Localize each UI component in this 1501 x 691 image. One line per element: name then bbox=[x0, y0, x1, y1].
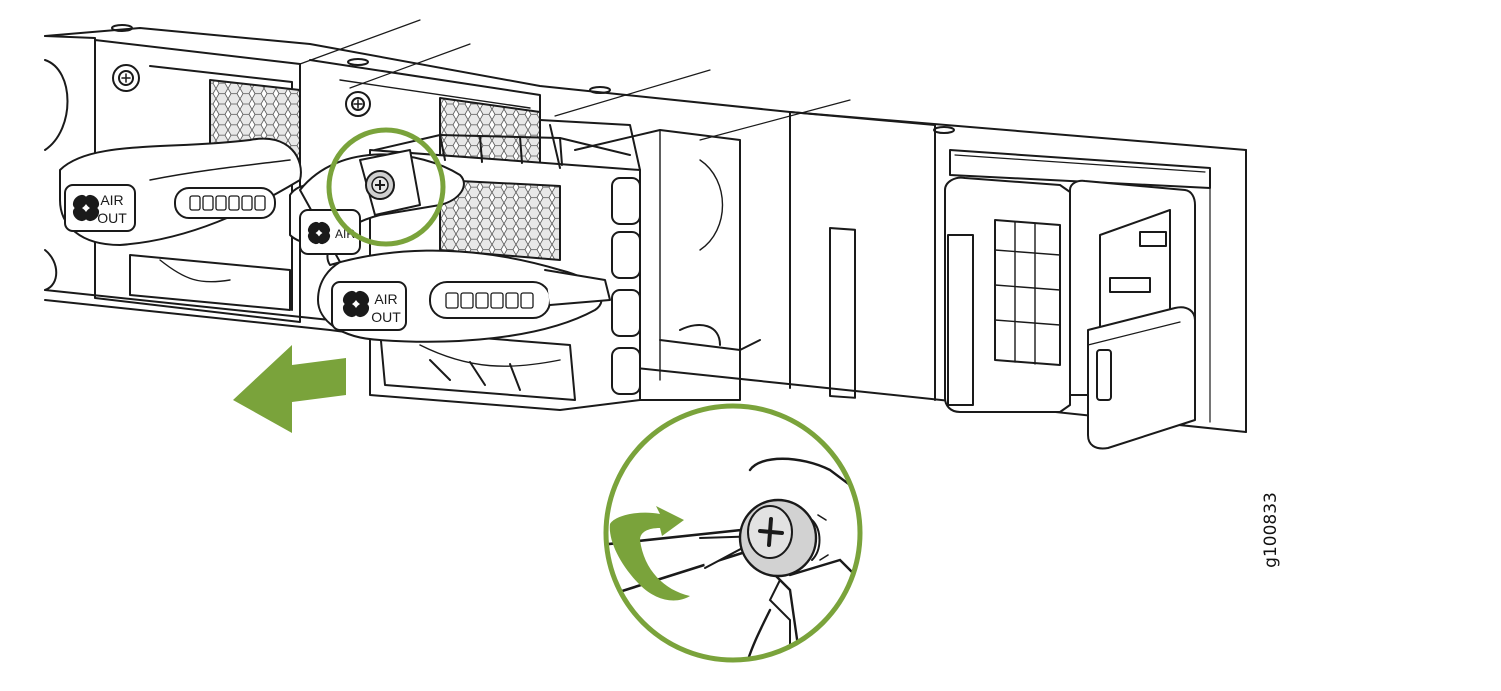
fan-label-line2: OUT bbox=[371, 309, 401, 325]
captive-screw-icon bbox=[365, 170, 395, 200]
captive-screw-highlight bbox=[326, 127, 446, 247]
fan-label-line2: OUT bbox=[97, 210, 127, 226]
pulled-module-label: AIR OUT bbox=[342, 290, 401, 325]
screwdriver-detail-callout bbox=[603, 403, 863, 663]
fan-label-line1: AIR bbox=[374, 291, 397, 307]
fan-label-line1: AIR bbox=[100, 192, 123, 208]
arrow-left-icon bbox=[233, 345, 346, 433]
pulled-fan-module bbox=[299, 119, 761, 411]
figure-id: g100833 bbox=[1261, 492, 1281, 568]
installed-fan-module bbox=[59, 39, 302, 323]
rotate-counterclockwise-icon bbox=[609, 506, 690, 601]
power-supply-module bbox=[944, 149, 1211, 450]
fan-icon bbox=[72, 194, 100, 222]
switch-chassis bbox=[44, 19, 1247, 433]
installed-module-label: AIR OUT bbox=[72, 192, 127, 226]
fan-icon bbox=[342, 290, 370, 318]
fan-icon bbox=[307, 221, 331, 245]
